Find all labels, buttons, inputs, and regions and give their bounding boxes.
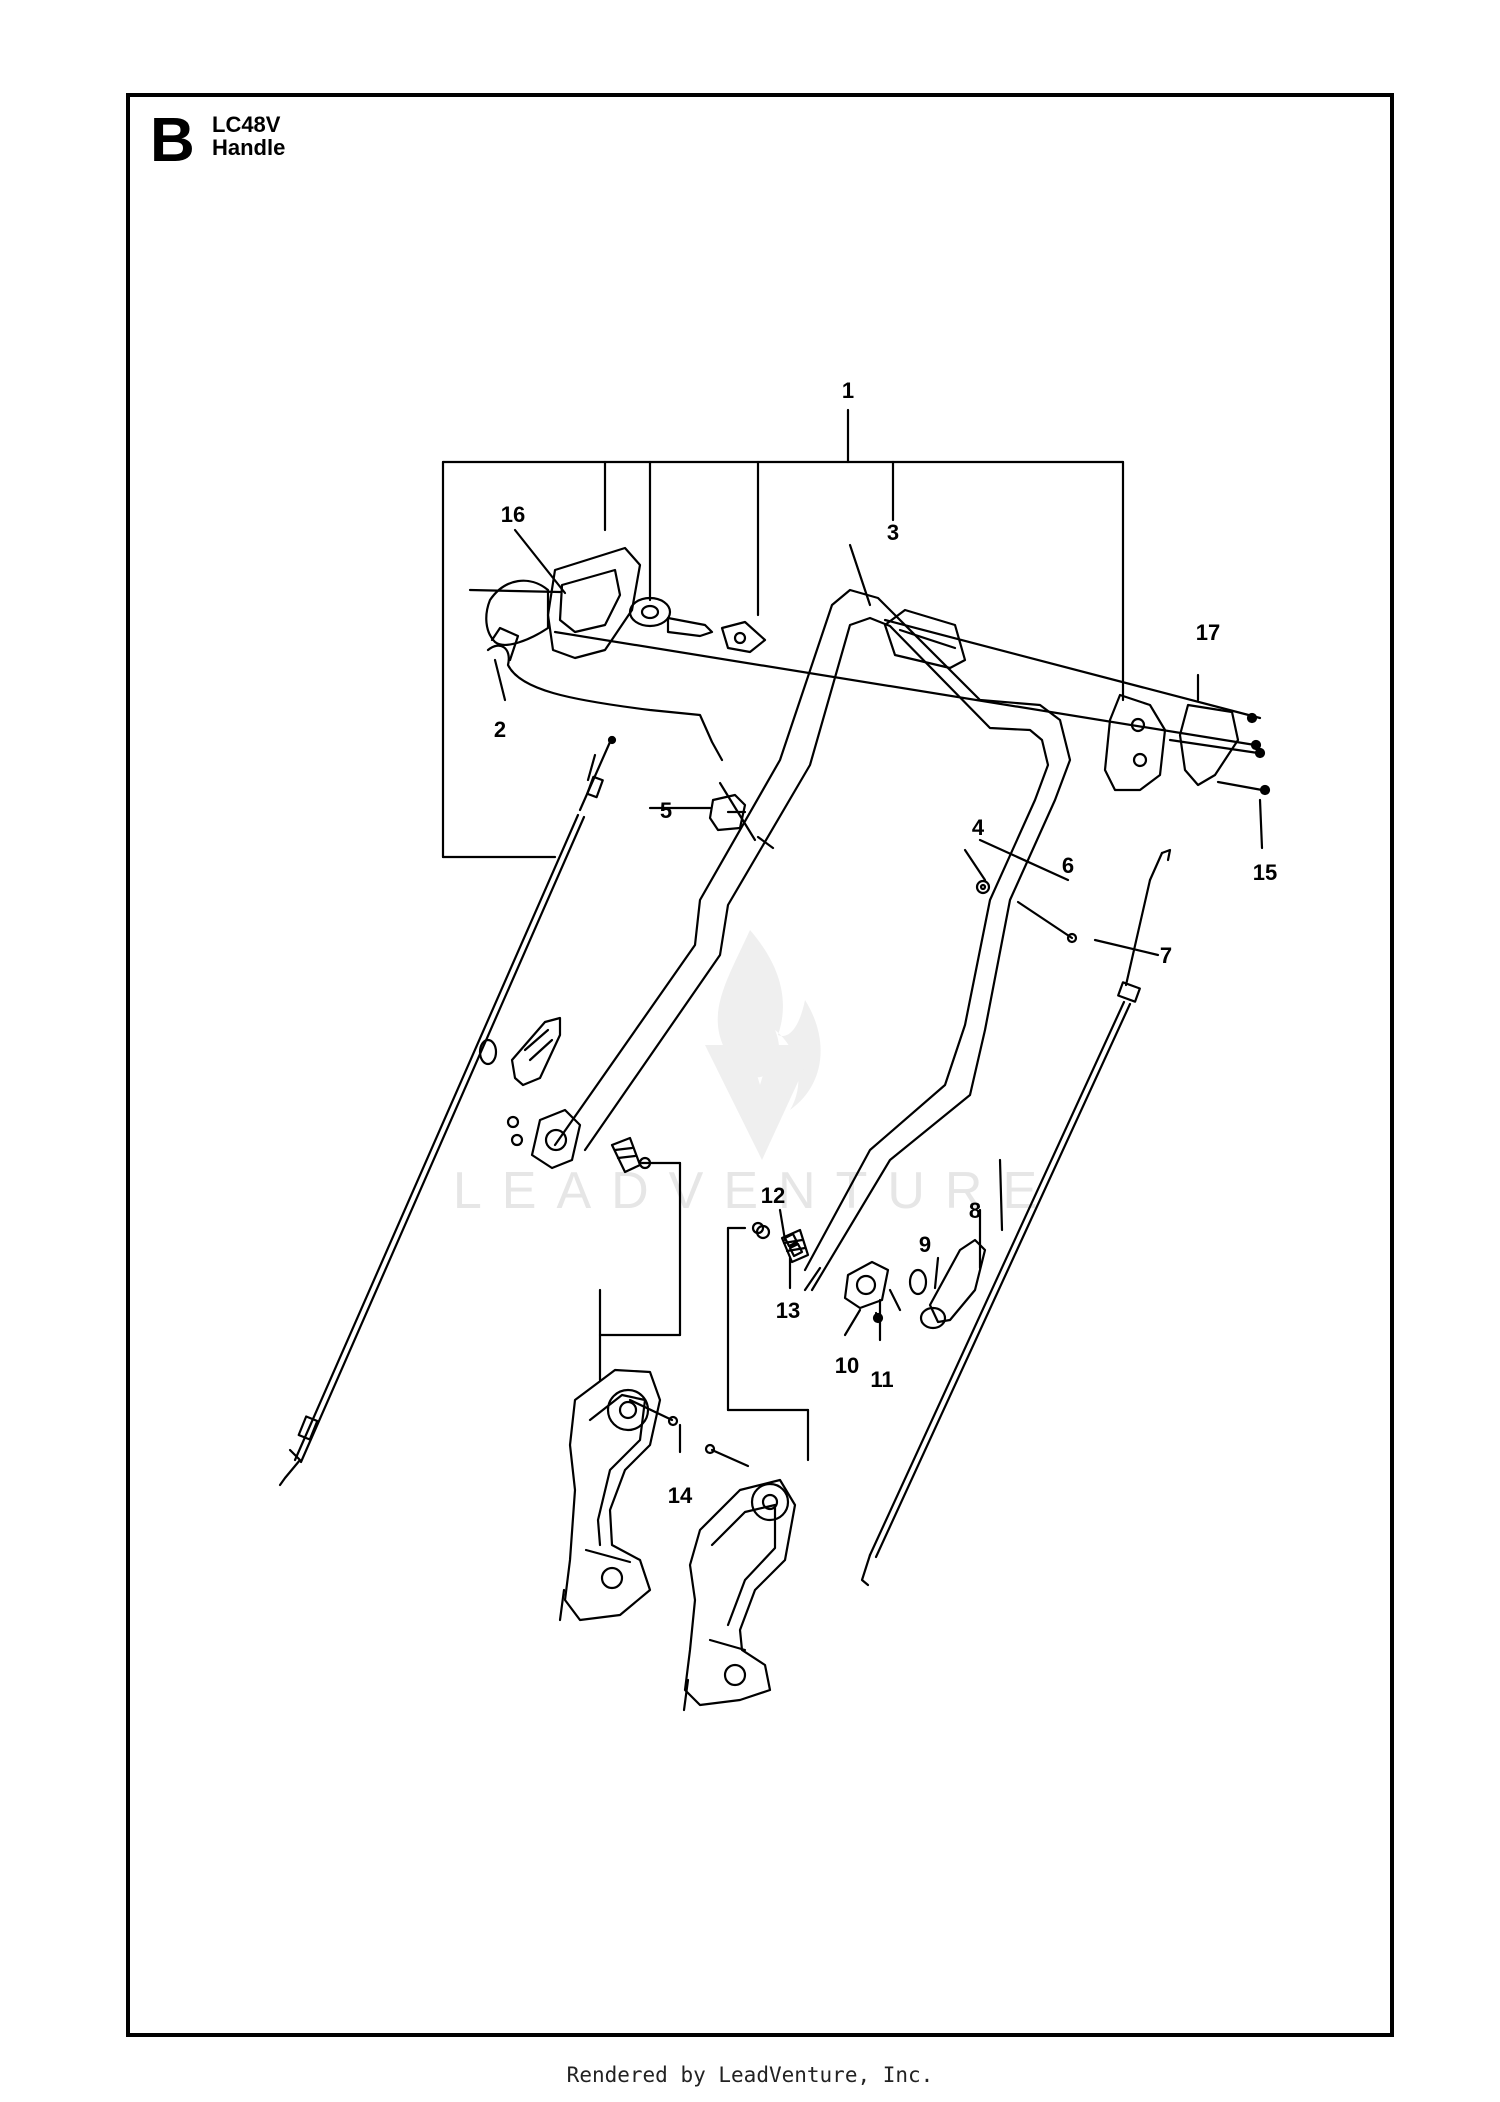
assembly-bracket bbox=[441, 408, 1125, 859]
callout-2: 2 bbox=[494, 717, 506, 742]
diagram-frame bbox=[126, 93, 1394, 2037]
part-2-bail-wire bbox=[486, 644, 724, 762]
part-group-bracket-right bbox=[726, 1226, 810, 1462]
callout-4: 4 bbox=[972, 815, 985, 840]
height-adjuster-left bbox=[558, 1368, 662, 1622]
callout-6: 6 bbox=[1062, 853, 1074, 878]
watermark-v-icon bbox=[705, 1045, 815, 1160]
callout-15: 15 bbox=[1253, 860, 1277, 885]
callout-11: 11 bbox=[870, 1367, 893, 1392]
part-2-bail-wire-loop bbox=[490, 626, 520, 662]
callout-8: 8 bbox=[969, 1198, 981, 1223]
callout-13: 13 bbox=[776, 1298, 800, 1323]
watermark-text: LEADVENTURE bbox=[453, 1162, 1057, 1220]
callout-14: 14 bbox=[668, 1483, 693, 1508]
footer-credit: Rendered by LeadVenture, Inc. bbox=[566, 2063, 934, 2087]
section-letter: B bbox=[150, 106, 195, 175]
callout-7: 7 bbox=[1160, 943, 1172, 968]
diagram-title: Handle bbox=[212, 135, 286, 160]
model-name: LC48V bbox=[212, 112, 281, 137]
callout-17: 17 bbox=[1196, 620, 1220, 645]
callout-16: 16 bbox=[501, 502, 525, 527]
part-7-cable bbox=[860, 848, 1172, 1587]
part-14-bolts bbox=[628, 1398, 750, 1468]
callout-9: 9 bbox=[919, 1232, 931, 1257]
part-15-screws bbox=[1216, 712, 1271, 796]
side-housing bbox=[553, 618, 1262, 792]
left-lever-assembly bbox=[478, 1016, 652, 1174]
leader-lines bbox=[493, 528, 1264, 1454]
callout-1: 1 bbox=[842, 378, 854, 403]
part-16-cover bbox=[485, 579, 550, 646]
callout-10: 10 bbox=[835, 1353, 859, 1378]
watermark: LEADVENTURE bbox=[453, 930, 1057, 1220]
height-adjuster-right bbox=[682, 1478, 797, 1712]
callout-12: 12 bbox=[761, 1183, 785, 1208]
part-13-spring bbox=[755, 1224, 804, 1258]
part-6-bolt bbox=[1016, 900, 1078, 944]
part-4-nut bbox=[975, 879, 991, 895]
callout-5: 5 bbox=[660, 798, 672, 823]
handle-bar bbox=[553, 588, 1072, 1292]
control-housing bbox=[468, 546, 767, 660]
part-5-clip bbox=[708, 793, 747, 832]
part-group-bracket-left bbox=[598, 1161, 682, 1382]
callout-labels: 1 2 3 4 5 6 7 8 9 10 11 12 13 14 15 16 1… bbox=[494, 378, 1277, 1508]
cable-left bbox=[278, 735, 617, 1487]
callout-3: 3 bbox=[887, 520, 899, 545]
